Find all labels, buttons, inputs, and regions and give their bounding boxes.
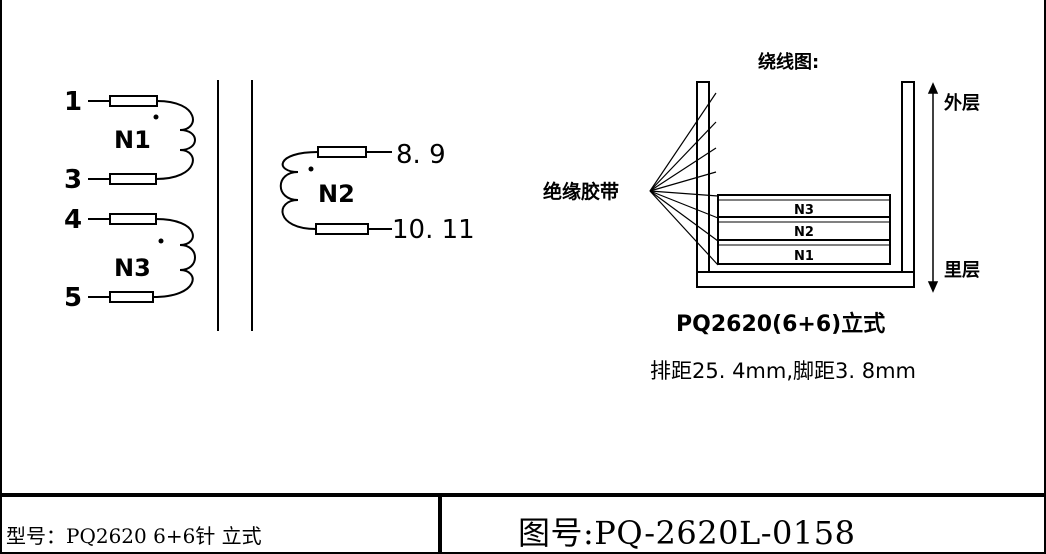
tape-leader-lines [649, 92, 719, 266]
drawing-number: 图号:PQ-2620L-0158 [518, 514, 856, 552]
title-block [0, 493, 1046, 554]
layer-n2: N2 [717, 216, 891, 241]
winding-label-n3: N3 [114, 254, 151, 282]
tape-label: 绝缘胶带 [543, 180, 619, 203]
pin-label-10-11: 10. 11 [392, 215, 475, 245]
inner-layer-label: 里层 [944, 260, 980, 281]
winding-diagram-title: 绕线图: [758, 51, 819, 73]
title-block-divider [438, 493, 442, 554]
n3-polarity-dot [158, 238, 164, 244]
core-spec: PQ2620(6+6)立式 [676, 311, 885, 337]
secondary-winding-group [279, 146, 392, 235]
primary-winding-group [88, 95, 196, 303]
pin-label-4: 4 [64, 205, 82, 235]
layer-label-n1: N1 [794, 249, 814, 264]
pin-label-3: 3 [64, 165, 82, 195]
pin-label-1: 1 [64, 87, 82, 117]
layer-direction-arrow [927, 82, 939, 293]
layer-label-n3: N3 [794, 203, 814, 218]
pin-label-5: 5 [64, 283, 82, 313]
bobbin [696, 81, 915, 288]
pitch-spec: 排距25. 4mm,脚距3. 8mm [650, 359, 916, 383]
layer-label-n2: N2 [794, 225, 814, 240]
n2-polarity-dot [308, 166, 314, 172]
winding-label-n2: N2 [318, 180, 355, 208]
layer-n3: N3 [717, 194, 891, 218]
layer-n1: N1 [717, 239, 891, 265]
n1-polarity-dot [153, 114, 159, 120]
model-number: 型号：PQ2620 6+6针 立式 [6, 524, 262, 548]
winding-label-n1: N1 [114, 126, 151, 154]
outer-layer-label: 外层 [944, 92, 980, 114]
pin-label-8-9: 8. 9 [396, 140, 446, 170]
